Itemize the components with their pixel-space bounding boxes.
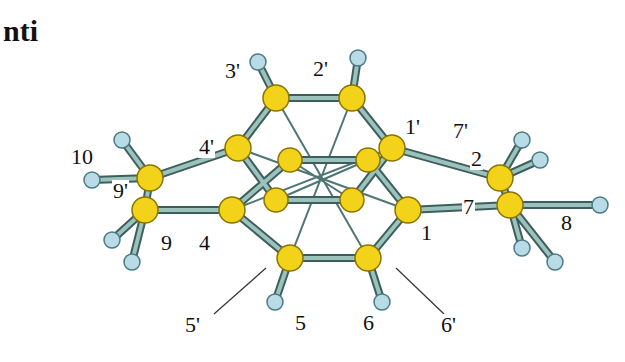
atom-number: 1' (404, 116, 421, 138)
hydrogen-atom (532, 152, 548, 168)
carbon-atoms (132, 85, 523, 271)
carbon-atom (219, 197, 245, 223)
hydrogen-atom (547, 254, 563, 270)
hydrogen-atom (514, 132, 530, 148)
atom-number: 5' (184, 314, 201, 336)
carbon-atom (278, 148, 302, 172)
atom-number: 7' (452, 120, 469, 142)
leader-line (214, 268, 266, 314)
bond-outline (92, 58, 600, 302)
carbon-atom (339, 85, 365, 111)
hydrogen-atom (267, 294, 283, 310)
atom-number: 4' (198, 136, 215, 158)
atom-number: 2 (470, 148, 483, 170)
hydrogen-atom (350, 50, 366, 66)
hydrogen-atom (374, 294, 390, 310)
carbon-atom (487, 165, 513, 191)
hydrogen-atoms (84, 50, 608, 310)
hydrogen-atom (250, 54, 266, 70)
atom-number: 6 (362, 312, 375, 334)
atom-number: 1 (420, 222, 433, 244)
atom-number: 3' (224, 60, 241, 82)
atom-number: 8 (560, 212, 573, 234)
figure-tag: nti (2, 16, 39, 46)
atom-number: 7 (462, 196, 475, 218)
carbon-atom (356, 148, 380, 172)
atom-number: 10 (70, 146, 94, 168)
carbon-atom (137, 165, 163, 191)
carbon-atom (340, 188, 364, 212)
atom-number: 4 (198, 232, 211, 254)
atom-number: 9 (160, 232, 173, 254)
carbon-atom (225, 135, 251, 161)
hydrogen-atom (592, 197, 608, 213)
carbon-atom (277, 245, 303, 271)
atom-number: 9' (112, 180, 129, 202)
carbon-atom (264, 188, 288, 212)
atom-number: 5 (294, 312, 307, 334)
hydrogen-atom (514, 240, 530, 256)
carbon-atom (395, 197, 421, 223)
carbon-atom (132, 197, 158, 223)
hydrogen-atom (114, 132, 130, 148)
hydrogen-atom (124, 254, 140, 270)
atom-number: 2' (312, 58, 329, 80)
atom-number: 6' (440, 314, 457, 336)
carbon-atom (497, 192, 523, 218)
hydrogen-atom (104, 232, 120, 248)
hydrogen-atom (84, 172, 100, 188)
leader-line (396, 268, 444, 314)
leader-lines (214, 268, 444, 314)
carbon-atom (263, 85, 289, 111)
carbon-atom (379, 135, 405, 161)
bond-fill (92, 58, 600, 302)
carbon-atom (355, 245, 381, 271)
bonds (92, 58, 600, 302)
